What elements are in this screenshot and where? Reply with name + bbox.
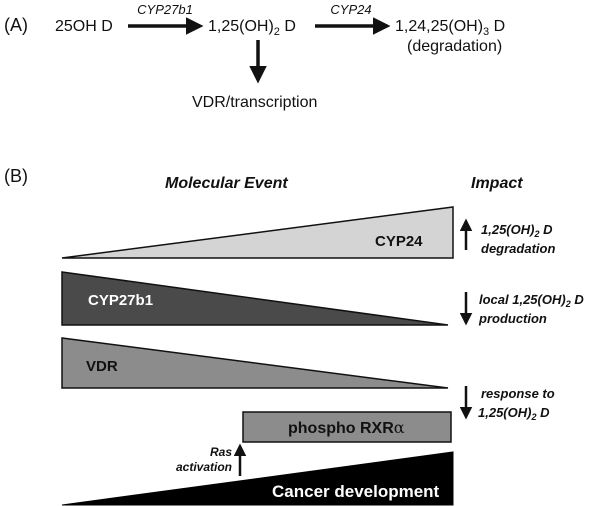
degradation-product: 1,24,25(OH)3 D xyxy=(395,18,505,38)
degradation-note: (degradation) xyxy=(407,38,502,55)
impact-header: Impact xyxy=(471,175,523,192)
cyp27b1-wedge-label: CYP27b1 xyxy=(88,292,153,309)
molecular-event-header: Molecular Event xyxy=(165,175,288,192)
panel-b-label: (B) xyxy=(4,166,28,186)
cyp24-wedge xyxy=(61,206,454,259)
activation-label: activation xyxy=(176,460,232,474)
cyp27b1-wedge xyxy=(61,271,449,326)
substrate-25oh-d: 25OH D xyxy=(55,18,113,35)
impact-production-line2: production xyxy=(478,311,547,326)
phospho-rxr-bar xyxy=(242,411,452,443)
active-metabolite: 1,25(OH)2 D xyxy=(208,18,296,38)
vdr-transcription: VDR/transcription xyxy=(192,94,317,111)
impact-response-line1: response to xyxy=(481,386,555,401)
impact-production-line1: local 1,25(OH)2 D xyxy=(479,292,584,309)
impact-degradation-line1: 1,25(OH)2 D xyxy=(481,222,553,239)
cancer-development-label: Cancer development xyxy=(272,482,440,501)
impact-degradation-line2: degradation xyxy=(481,241,555,256)
enzyme-cyp27b1-label: CYP27b1 xyxy=(137,2,193,17)
impact-response-line2: 1,25(OH)2 D xyxy=(478,405,550,422)
panel-a-label: (A) xyxy=(4,15,28,35)
vdr-wedge-label: VDR xyxy=(86,358,118,375)
cancer-development-wedge xyxy=(61,451,454,506)
vdr-wedge xyxy=(61,337,449,389)
phospho-rxr-label: phospho RXRα xyxy=(288,418,405,437)
enzyme-cyp24-label: CYP24 xyxy=(330,2,371,17)
ras-label: Ras xyxy=(210,445,232,459)
cyp24-wedge-label: CYP24 xyxy=(375,233,423,250)
